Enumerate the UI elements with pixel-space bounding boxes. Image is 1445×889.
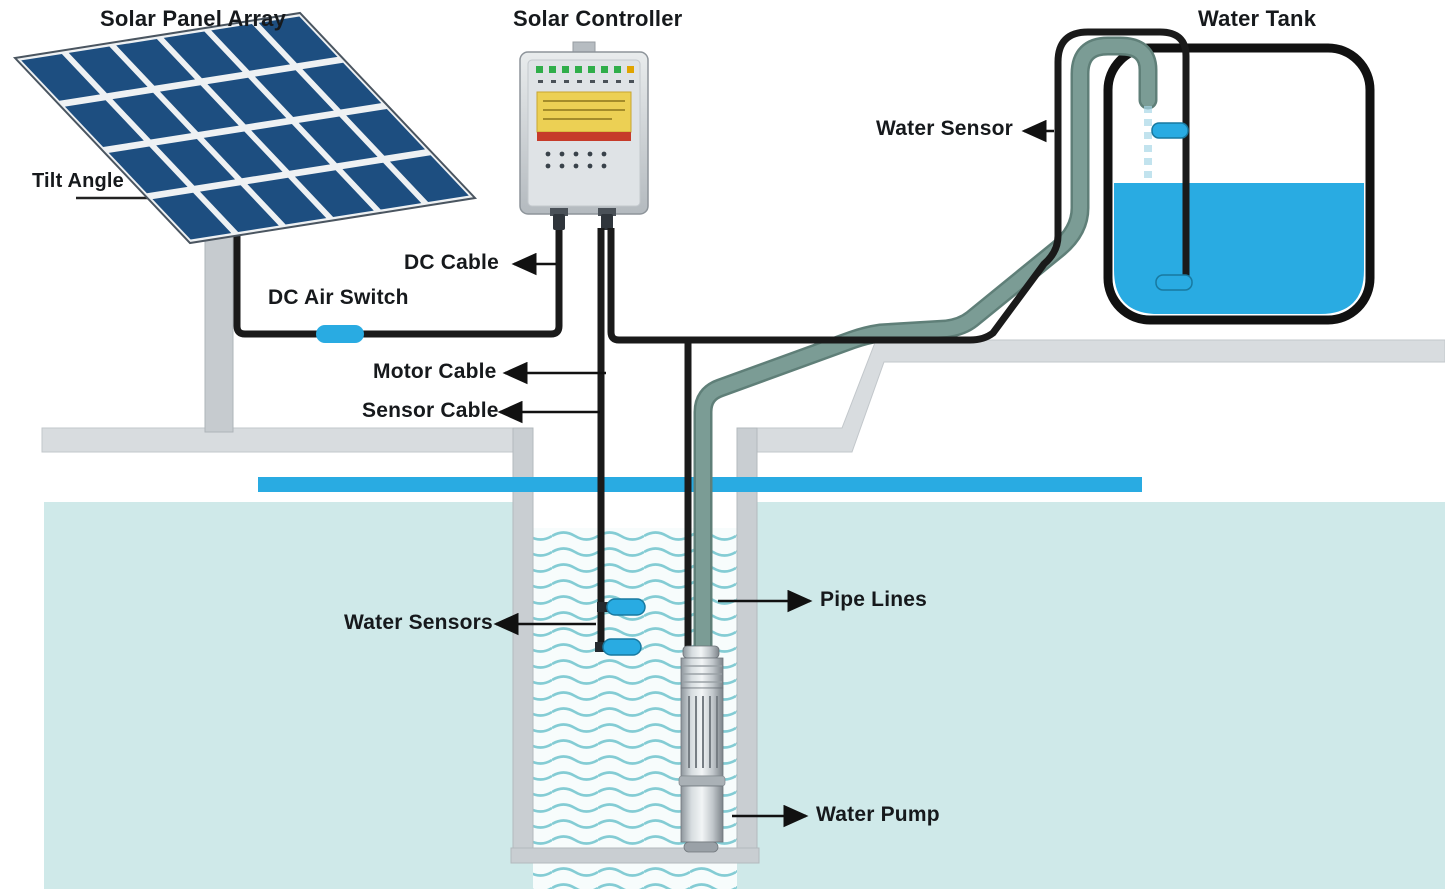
- water-pump: [678, 645, 726, 853]
- ground-surface-left: [41, 427, 516, 453]
- label-dc-air-switch: DC Air Switch: [268, 286, 409, 309]
- tank-water-sensors: [1151, 122, 1193, 291]
- label-water-pump: Water Pump: [816, 803, 940, 826]
- tank-water: [1114, 183, 1364, 314]
- label-pipe-lines: Pipe Lines: [820, 588, 928, 611]
- dc-air-switch: [316, 325, 364, 343]
- controller-label-plate: [536, 91, 632, 133]
- controller-buttons: [545, 151, 607, 169]
- label-sensor-cable: Sensor Cable: [362, 399, 499, 422]
- label-dc-cable: DC Cable: [404, 251, 499, 274]
- label-water-sensors: Water Sensors: [344, 611, 493, 634]
- controller-led-row: [536, 66, 634, 73]
- ground-surface-right: [755, 339, 1445, 453]
- well-wall-left: [512, 427, 534, 864]
- label-tilt-angle: Tilt Angle: [32, 170, 124, 192]
- tank-sensor-cable: [607, 28, 1190, 344]
- well-wall-right: [736, 427, 758, 864]
- label-water-sensor: Water Sensor: [876, 117, 1013, 140]
- pump-intake-slots: [688, 696, 718, 768]
- controller-red-band: [537, 132, 631, 141]
- controller-label-text-lines: [543, 100, 625, 120]
- dc-cable: [233, 228, 563, 338]
- solar-controller: [519, 41, 649, 230]
- solar-panel-cells: [21, 16, 469, 240]
- well-bottom: [510, 847, 760, 864]
- controller-indicator-row: [538, 80, 634, 83]
- label-water-tank: Water Tank: [1198, 6, 1317, 31]
- label-solar-controller: Solar Controller: [513, 6, 683, 31]
- pipe-line: [696, 39, 1155, 662]
- well-water-sensors: [595, 598, 646, 656]
- label-solar-panel-array: Solar Panel Array: [100, 6, 287, 31]
- controller-cable-glands: [550, 208, 616, 230]
- solar-panel-array: [12, 11, 478, 245]
- label-motor-cable: Motor Cable: [373, 360, 497, 383]
- callout-arrows: [493, 119, 1054, 828]
